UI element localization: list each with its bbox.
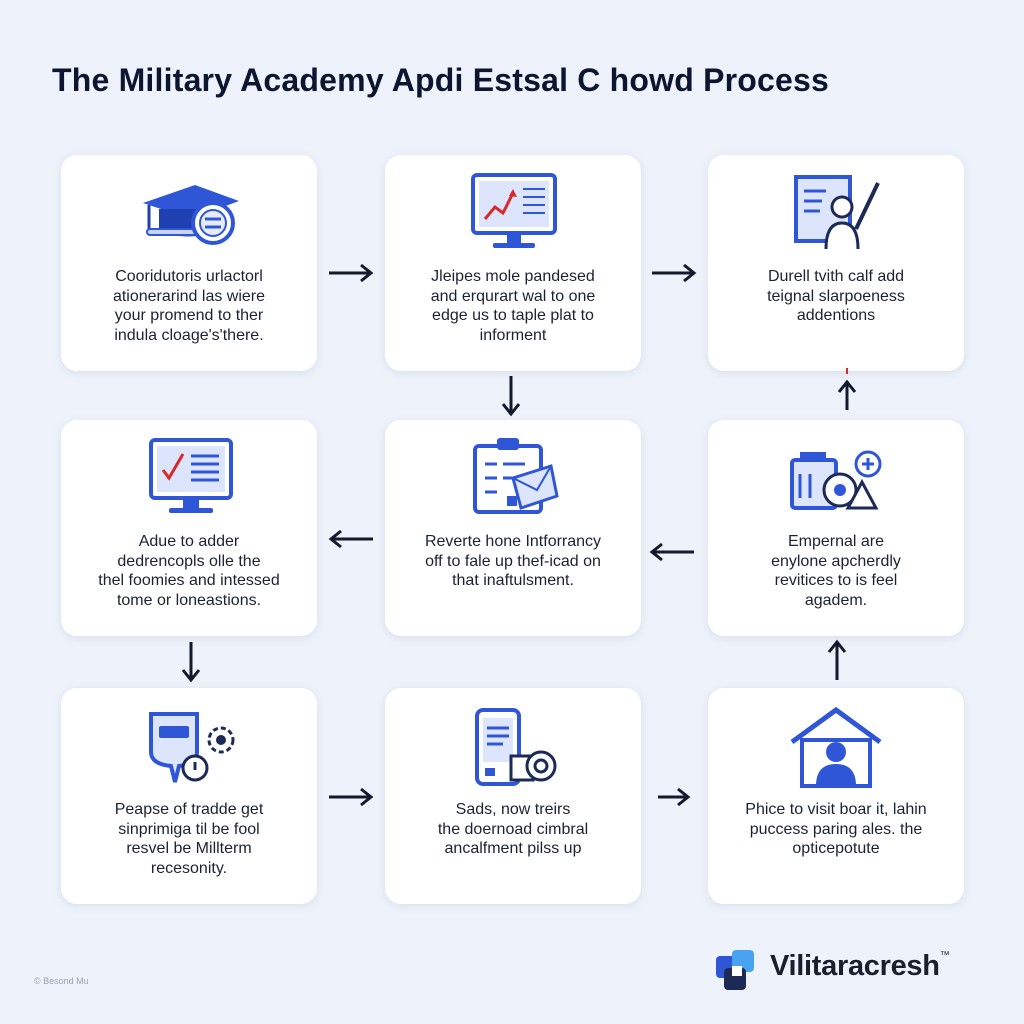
footer-note: © Besond Mu xyxy=(34,976,89,986)
monitor-chart-icon xyxy=(463,169,563,259)
arrow-left-5-4 xyxy=(327,528,375,550)
equipment-gear-icon xyxy=(786,434,886,524)
arrow-up-6-3 xyxy=(836,366,858,412)
arrow-right-8-9 xyxy=(656,786,692,808)
arrow-down-2-5 xyxy=(500,374,522,418)
arrow-right-7-8 xyxy=(327,786,375,808)
presenter-board-icon xyxy=(786,169,886,259)
house-person-icon xyxy=(786,702,886,792)
clipboard-envelope-icon xyxy=(463,434,563,524)
graduation-cap-icon xyxy=(139,169,239,259)
logo-mark-icon xyxy=(712,946,760,994)
brand-logo: Vilitaracresh™ xyxy=(712,944,1002,994)
phone-document-icon xyxy=(463,702,563,792)
monitor-checklist-icon xyxy=(139,434,239,524)
badge-gear-icon xyxy=(139,702,239,792)
arrow-down-4-7 xyxy=(180,640,202,684)
arrow-left-6-5 xyxy=(648,541,696,563)
arrow-right-1-2 xyxy=(327,262,375,284)
brand-name: Vilitaracresh™ xyxy=(770,950,950,982)
arrow-right-2-3 xyxy=(650,262,698,284)
page-title: The Military Academy Apdi Estsal C howd … xyxy=(52,62,830,98)
arrow-up-9-6 xyxy=(826,638,848,682)
